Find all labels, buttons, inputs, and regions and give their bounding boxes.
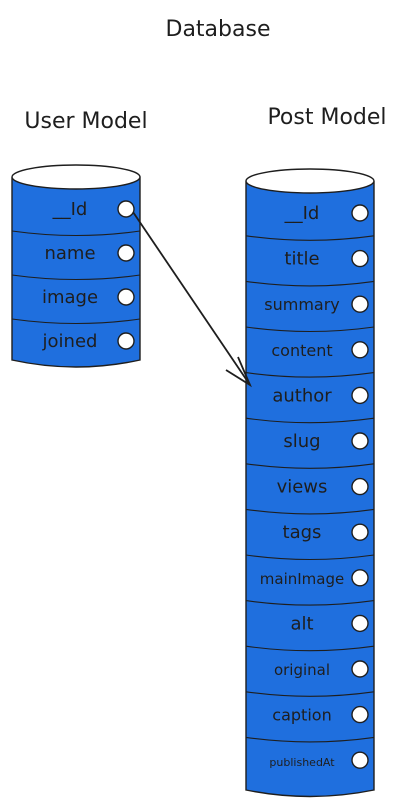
user-model-cylinder-body xyxy=(11,177,141,368)
user-port-id xyxy=(117,200,135,218)
user-port-joined xyxy=(117,332,135,350)
post-field-title: title xyxy=(284,249,319,270)
post-port-slug xyxy=(351,432,369,450)
user-port-name xyxy=(117,244,135,262)
user-field-id: __Id xyxy=(52,199,88,220)
post-port-publishedat xyxy=(351,751,369,769)
post-field-alt: alt xyxy=(290,613,313,634)
post-port-tags xyxy=(351,523,369,541)
user-row-separator xyxy=(11,274,141,281)
post-field-views: views xyxy=(277,477,328,498)
post-port-caption xyxy=(351,705,369,724)
post-row-separator xyxy=(245,417,375,424)
post-field-summary: summary xyxy=(264,295,340,314)
user-model-title: User Model xyxy=(24,109,147,134)
user-field-joined: joined xyxy=(42,331,98,352)
relation-arrowhead xyxy=(225,356,252,388)
post-field-tags: tags xyxy=(283,522,322,543)
user-row-separator xyxy=(11,230,141,237)
post-field-id: __Id xyxy=(284,203,320,224)
post-row-separator xyxy=(245,736,375,743)
post-port-alt xyxy=(351,614,369,633)
post-port-views xyxy=(351,477,369,496)
post-port-summary xyxy=(351,295,369,313)
diagram-title: Database xyxy=(166,17,271,42)
post-port-title xyxy=(351,249,369,268)
post-row-separator xyxy=(245,280,375,287)
post-row-separator xyxy=(245,691,375,697)
post-port-content xyxy=(351,341,369,359)
post-row-separator xyxy=(245,508,375,515)
post-row-separator xyxy=(245,645,375,652)
post-port-original xyxy=(351,660,369,678)
post-port-id xyxy=(351,204,369,222)
post-field-author: author xyxy=(272,385,332,406)
post-row-separator xyxy=(245,554,375,561)
post-model-table xyxy=(245,168,375,798)
post-row-separator xyxy=(245,463,375,469)
post-row-separator xyxy=(245,235,375,241)
user-model-table xyxy=(11,164,141,368)
user-field-name: name xyxy=(44,243,95,264)
post-field-slug: slug xyxy=(283,431,320,452)
user-row-separator xyxy=(11,318,141,325)
post-model-title: Post Model xyxy=(267,105,386,130)
post-field-mainimage: mainImage xyxy=(260,570,344,588)
relation-arrow-line xyxy=(132,211,251,386)
post-field-content: content xyxy=(271,341,332,360)
user-field-image: image xyxy=(42,287,98,308)
post-model-cylinder-body xyxy=(245,181,375,798)
user-model-cylinder-top xyxy=(11,164,141,190)
post-port-author xyxy=(351,386,369,405)
user-port-image xyxy=(117,288,135,306)
post-field-caption: caption xyxy=(272,706,331,725)
relation-arrow xyxy=(132,211,252,388)
post-field-original: original xyxy=(274,661,330,679)
post-model-cylinder-top xyxy=(245,168,375,194)
post-row-separator xyxy=(245,372,375,378)
post-row-separator xyxy=(245,326,375,333)
post-row-separator xyxy=(245,600,375,606)
post-field-publishedat: publishedAt xyxy=(269,756,335,769)
post-port-mainimage xyxy=(351,569,369,587)
